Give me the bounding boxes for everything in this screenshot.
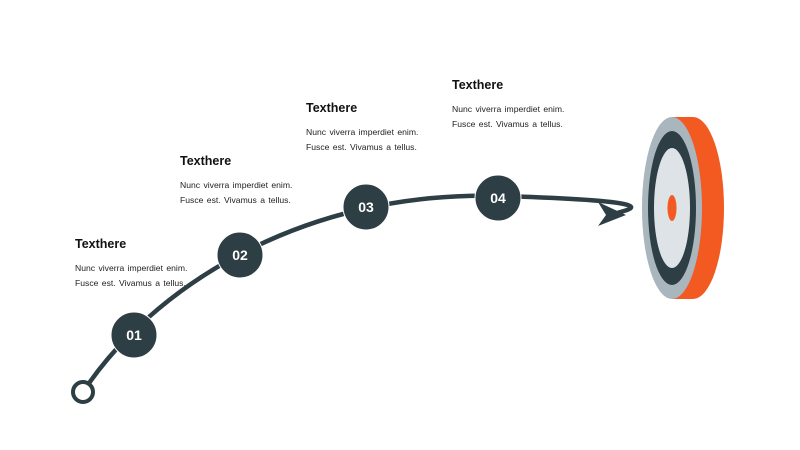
step-node-03: 03	[342, 183, 390, 231]
step-title: Texthere	[180, 154, 232, 168]
step-node-02: 02	[216, 231, 264, 279]
step-text-01: Texthere Nunc viverra imperdiet enim. Fu…	[75, 237, 265, 291]
step-title: Texthere	[452, 78, 504, 92]
step-description-line-1: Nunc viverra imperdiet enim.	[180, 180, 293, 190]
target-icon	[642, 117, 724, 299]
arrowhead-icon	[598, 202, 626, 226]
step-description-line-2: Fusce est. Vivamus a tellus.	[306, 142, 417, 152]
step-node-01: 01	[110, 311, 158, 359]
start-marker-icon	[71, 380, 95, 404]
step-description-line-1: Nunc viverra imperdiet enim.	[75, 263, 188, 273]
step-number-01: 01	[126, 327, 142, 343]
step-description-line-1: Nunc viverra imperdiet enim.	[306, 127, 419, 137]
step-description-line-2: Fusce est. Vivamus a tellus.	[452, 119, 563, 129]
step-node-04: 04	[474, 174, 522, 222]
step-text-02: Texthere Nunc viverra imperdiet enim. Fu…	[180, 154, 370, 208]
step-text-04: Texthere Nunc viverra imperdiet enim. Fu…	[452, 78, 642, 132]
step-title: Texthere	[75, 237, 127, 251]
step-number-02: 02	[232, 247, 248, 263]
step-description-line-2: Fusce est. Vivamus a tellus.	[75, 278, 186, 288]
step-description-line-2: Fusce est. Vivamus a tellus.	[180, 195, 291, 205]
timeline-curve	[80, 193, 634, 395]
step-text-03: Texthere Nunc viverra imperdiet enim. Fu…	[306, 101, 496, 155]
step-title: Texthere	[306, 101, 358, 115]
step-number-03: 03	[358, 199, 374, 215]
step-number-04: 04	[490, 190, 506, 206]
step-description-line-1: Nunc viverra imperdiet enim.	[452, 104, 565, 114]
